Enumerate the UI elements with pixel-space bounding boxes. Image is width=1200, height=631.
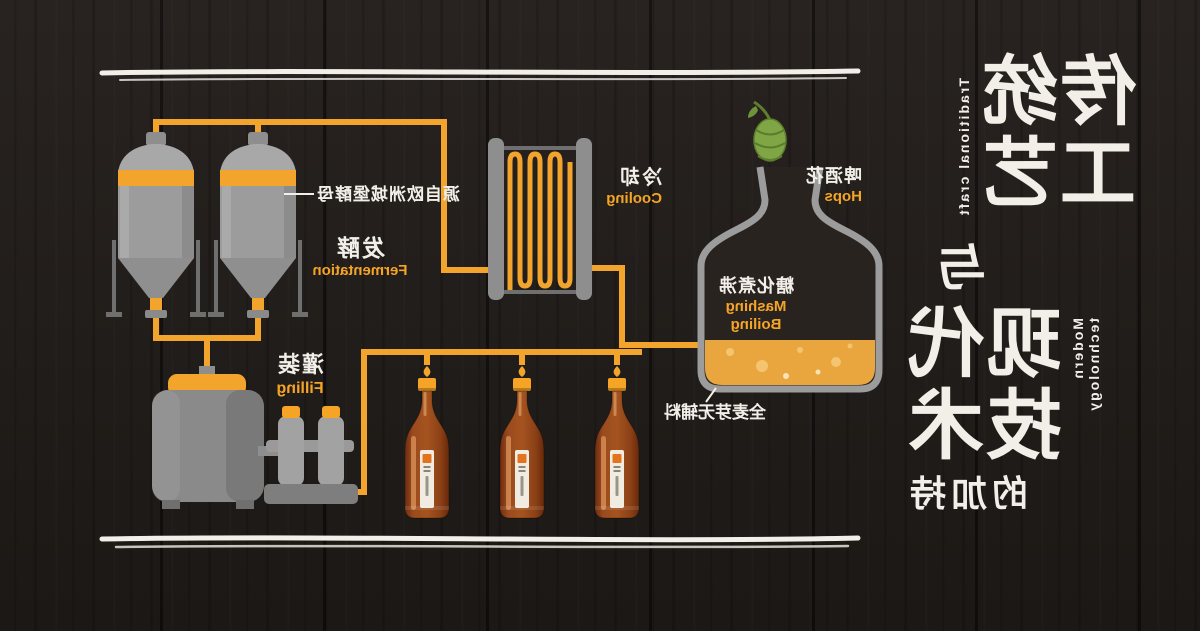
filling-label: 灌装 Filling [262,352,338,398]
malt-leader-line [705,387,717,403]
kettle-bubbles [726,343,853,379]
leader-lines [284,193,717,403]
coil-plate-right [576,138,592,300]
mashing-label: 糖化煮沸 Mashing Boiling [714,276,798,335]
mashing-label-en1: Mashing [725,297,787,315]
hops-label-zh: 啤酒花 [805,166,862,186]
title-zh-tail: 的加持 [904,473,1028,514]
cooling-label-en: Cooling [606,190,662,208]
malt-note-label: 全麦芽无辅料 [664,403,766,422]
cooling-label-zh: 冷却 [618,167,662,189]
title-zh-1: 传统 [980,50,1136,135]
pump-unit [258,406,358,504]
kettle-outline [697,166,883,393]
pipe-kettle-to-coil [586,265,704,348]
yeast-note-label: 源自欧洲城堡酵母 [316,185,460,204]
fermentation-label-en: Fermentation [312,262,408,280]
title-row-traditional: 传统 工艺 Traditional craft [884,50,1136,228]
poster-title: 传统 工艺 Traditional craft 与 Modern technol… [884,50,1136,552]
filling-label-en: Filling [276,379,324,397]
kettle-body [701,167,879,389]
cooling-label: 冷却 Cooling [598,166,662,209]
drop-3 [613,366,621,377]
hops-label: 啤酒花 Hops [798,166,862,206]
title-zh-3: 现代 [906,302,1062,387]
drops [423,366,621,377]
filling-machine [152,366,358,509]
hops-icon [748,100,787,162]
fermentation-tanks [106,132,308,318]
bottles [404,377,640,519]
title-en-traditional: Traditional craft [956,78,972,218]
title-row-modern: Modern technology 现代 技术 [884,302,1102,469]
mashing-kettle [697,166,883,393]
pipe-tanks-to-coil [153,119,496,273]
coil-plate-left [488,138,504,300]
kettle-liquid [705,340,875,385]
hops-label-en: Hops [824,187,863,205]
frame-line-top [99,68,861,81]
cooling-coil [488,138,592,300]
frame-line-bottom [99,535,861,549]
fermentation-tank-1 [106,132,206,318]
mashing-label-en2: Boiling [730,316,782,334]
filler-vessel [152,390,264,502]
filling-label-zh: 灌装 [276,352,325,377]
beer-bottle-1 [404,377,450,519]
title-zh-2: 工艺 [980,132,1136,217]
beer-bottle-3 [594,377,640,519]
mashing-label-zh: 糖化煮沸 [718,276,794,296]
title-zh-4: 技术 [906,384,1062,469]
fermentation-label-zh: 发酵 [335,235,385,261]
title-en-modern: Modern technology [1070,318,1102,413]
title-zh-and: 与 [936,240,986,296]
coil-tube [507,151,573,290]
drop-1 [423,366,431,377]
fermentation-tank-2 [208,132,308,318]
pipe-filling-manifold [346,349,642,495]
fermentation-label: 发酵 Fermentation [300,234,420,280]
beer-bottle-2 [499,377,545,519]
drop-2 [518,366,526,377]
